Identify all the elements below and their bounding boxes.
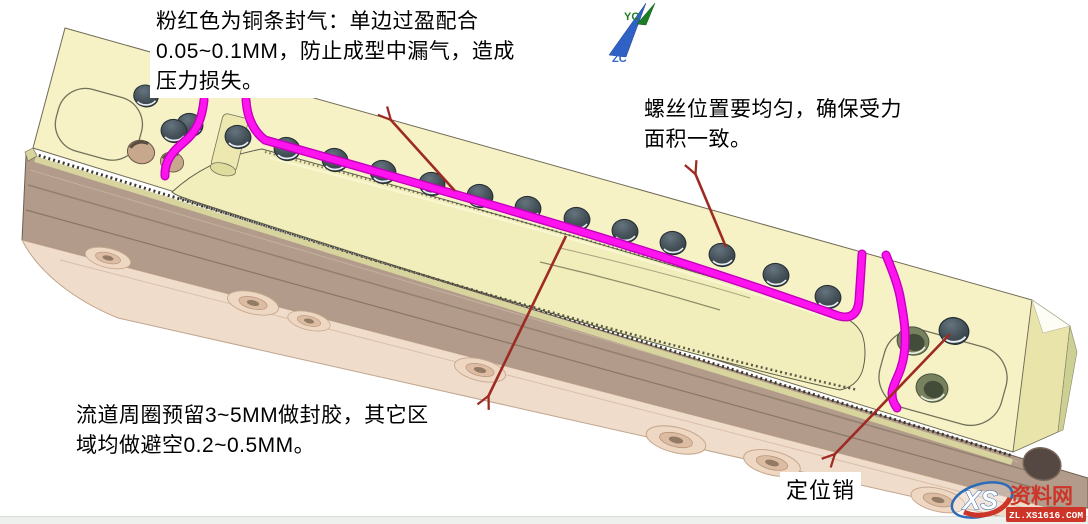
note-dowel-pin: 定位销 [780,472,862,506]
arrow-to-runner-note [488,235,568,397]
cavity-profile-line [539,261,721,311]
note-runner: 流道周圈预留3~5MM做封胶，其它区 域均做避空0.2~0.5MM。 [70,400,435,462]
note-runner-line2: 域均做避空0.2~0.5MM。 [76,434,316,457]
watermark: XS 资料网 ZL.XS1616.COM [950,481,1086,522]
callout-arrows [390,119,951,455]
mold-plate-top-face [24,27,1078,453]
note-runner-line1: 流道周圈预留3~5MM做封胶，其它区 [76,404,429,427]
watermark-site-url: ZL.XS1616.COM [1009,510,1083,521]
watermark-logo-text: XS [961,485,998,515]
plate-right-edge-strip [1057,325,1078,433]
watermark-logo: XS [950,481,1014,519]
note-pink-seal: 粉红色为铜条封气：单边过盈配合 0.05~0.1MM，防止成型中漏气，造成 压力… [150,6,521,98]
wcs-z-axis-icon [608,2,647,58]
mold-base-bottom-face [21,239,1047,524]
plate-base-parting-edge [33,152,1014,465]
left-pocket-outline [54,87,144,161]
copper-seal-strip [161,96,909,412]
note-pink-seal-line1: 粉红色为铜条封气：单边过盈配合 [156,10,479,33]
plate-left-edge-face [24,147,38,162]
watermark-site-name: 资料网 [1010,485,1073,508]
cavity-island [171,148,866,391]
note-screws: 螺丝位置要均匀，确保受力 面积一致。 [638,94,908,156]
note-screws-line2: 面积一致。 [644,128,752,151]
note-screws-line1: 螺丝位置要均匀，确保受力 [644,98,902,121]
wcs-z-label: ZC [612,53,627,65]
note-dowel-label: 定位销 [786,478,856,503]
page-bottom-edge [0,516,1088,524]
arrow-to-screws-note [695,173,728,248]
wcs-y-axis-icon [636,2,656,26]
arrow-to-pink-seal-note [390,119,456,192]
plate-right-chamfer [1031,299,1071,334]
arrow-to-dowel-note [834,333,951,455]
note-pink-seal-line3: 压力损失。 [156,70,264,93]
base-side-hole [1022,447,1062,481]
watermark-url-bar [1006,507,1086,522]
wcs-y-label: YC [624,11,639,23]
note-pink-seal-line2: 0.05~0.1MM，防止成型中漏气，造成 [156,40,515,63]
wcs-triad-icon: YC ZC [608,2,656,65]
